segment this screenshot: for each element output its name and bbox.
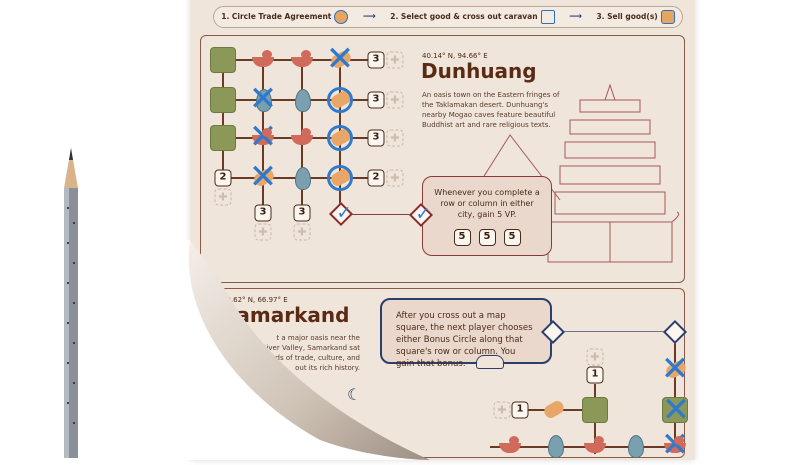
bonus-circle-empty[interactable]: ✚ <box>293 223 311 241</box>
gem-good[interactable] <box>542 433 568 459</box>
bonus-circle-empty[interactable]: ✚ <box>386 169 404 187</box>
scroll-good-cell[interactable] <box>327 125 353 151</box>
step-1: 1. Circle Trade Agreement <box>221 10 349 24</box>
jade-good[interactable]: ✕ <box>661 390 691 430</box>
scroll-good[interactable]: ✕ <box>660 349 690 389</box>
gem-good-cell[interactable]: ✕ <box>248 79 278 119</box>
bonus-circle-empty[interactable]: ✚ <box>254 223 272 241</box>
spice-good[interactable] <box>582 433 608 459</box>
circle-mark-icon <box>327 165 353 191</box>
scroll-good-cell[interactable] <box>327 87 353 113</box>
bonus-number[interactable]: 1 <box>511 401 529 419</box>
scroll-good-cell[interactable]: ✕ <box>248 157 278 197</box>
gem-good-cell[interactable] <box>289 165 315 191</box>
row-bonus[interactable]: 3 <box>367 129 385 147</box>
scroll-good[interactable] <box>540 397 566 423</box>
spice-good[interactable] <box>497 433 523 459</box>
dunhuang-coords: 40.14° N, 94.66° E <box>422 52 488 60</box>
dunhuang-section <box>200 35 685 283</box>
step-2: 2. Select good & cross out caravan <box>390 10 555 24</box>
completion-note-text: Whenever you complete a row or column in… <box>434 188 540 219</box>
spice-good[interactable]: ✕ <box>660 425 690 465</box>
jade-good[interactable] <box>582 397 608 423</box>
arrow-icon: ⟶ <box>362 12 376 22</box>
dunhuang-title: Dunhuang <box>421 59 537 83</box>
row-bonus[interactable]: 3 <box>367 91 385 109</box>
x-mark-icon: ✕ <box>248 157 278 197</box>
gem-good[interactable] <box>622 433 648 459</box>
circle-mark-icon <box>327 87 353 113</box>
dotted-connector <box>561 331 667 332</box>
checkmark-icon: ✓ <box>415 203 431 225</box>
bonus-circle-empty[interactable]: ✚ <box>214 188 232 206</box>
vp-box[interactable]: 5 <box>503 229 521 246</box>
column-bonus[interactable]: 2 <box>214 169 232 187</box>
scroll-good-cell[interactable] <box>327 165 353 191</box>
turn-steps-bar: 1. Circle Trade Agreement ⟶ 2. Select go… <box>213 6 683 28</box>
grid-line <box>674 332 676 452</box>
circle-mark-icon <box>327 125 353 151</box>
pencil <box>62 148 80 458</box>
spice-good-cell[interactable] <box>289 125 315 151</box>
trade-agreement-icon <box>334 10 349 24</box>
bonus-circle-empty[interactable]: ✚ <box>586 348 604 366</box>
dunhuang-description: An oasis town on the Eastern fringes of … <box>422 91 560 129</box>
grid-line <box>222 60 224 178</box>
jade-good-cell[interactable] <box>210 125 236 151</box>
x-mark-icon: ✕ <box>248 117 278 157</box>
step-3: 3. Sell good(s) <box>596 10 675 24</box>
sell-goods-icon <box>660 10 675 24</box>
bonus-circle-empty[interactable]: ✚ <box>386 91 404 109</box>
spice-good-cell[interactable] <box>289 47 315 73</box>
bonus-circle-empty[interactable]: ✚ <box>386 51 404 69</box>
spice-good-cell[interactable]: ✕ <box>248 117 278 157</box>
jade-good-cell[interactable] <box>210 87 236 113</box>
bonus-circle-empty[interactable]: ✚ <box>493 401 511 419</box>
x-mark-icon: ✕ <box>248 79 278 119</box>
vp-box[interactable]: 5 <box>453 229 471 246</box>
bonus-note-box: After you cross out a map square, the ne… <box>380 298 552 369</box>
gem-good-cell[interactable] <box>289 87 315 113</box>
cloud-icon <box>476 355 504 369</box>
connector <box>352 214 412 215</box>
bonus-number[interactable]: 1 <box>586 366 604 384</box>
samarkand-coords: 39.62° N, 66.97° E <box>222 296 288 304</box>
vp-box[interactable]: 5 <box>478 229 496 246</box>
column-bonus[interactable]: 3 <box>293 204 311 222</box>
page-curl <box>170 240 430 460</box>
checkmark-icon: ✓ <box>336 202 352 224</box>
column-bonus[interactable]: 3 <box>254 204 272 222</box>
completion-note-box: Whenever you complete a row or column in… <box>422 176 552 256</box>
bonus-circle-empty[interactable]: ✚ <box>386 129 404 147</box>
caravan-icon <box>540 10 555 24</box>
arrow-icon: ⟶ <box>569 12 582 22</box>
row-bonus[interactable]: 3 <box>367 51 385 69</box>
row-bonus[interactable]: 2 <box>367 169 385 187</box>
jade-good-cell[interactable] <box>210 47 236 73</box>
scroll-good-cell[interactable]: ✕ <box>325 39 355 79</box>
x-mark-icon: ✕ <box>325 39 355 79</box>
bonus-note-text: After you cross out a map square, the ne… <box>396 311 533 369</box>
moon-star-icon: ☾ <box>347 385 362 404</box>
spice-good-cell[interactable] <box>250 47 276 73</box>
